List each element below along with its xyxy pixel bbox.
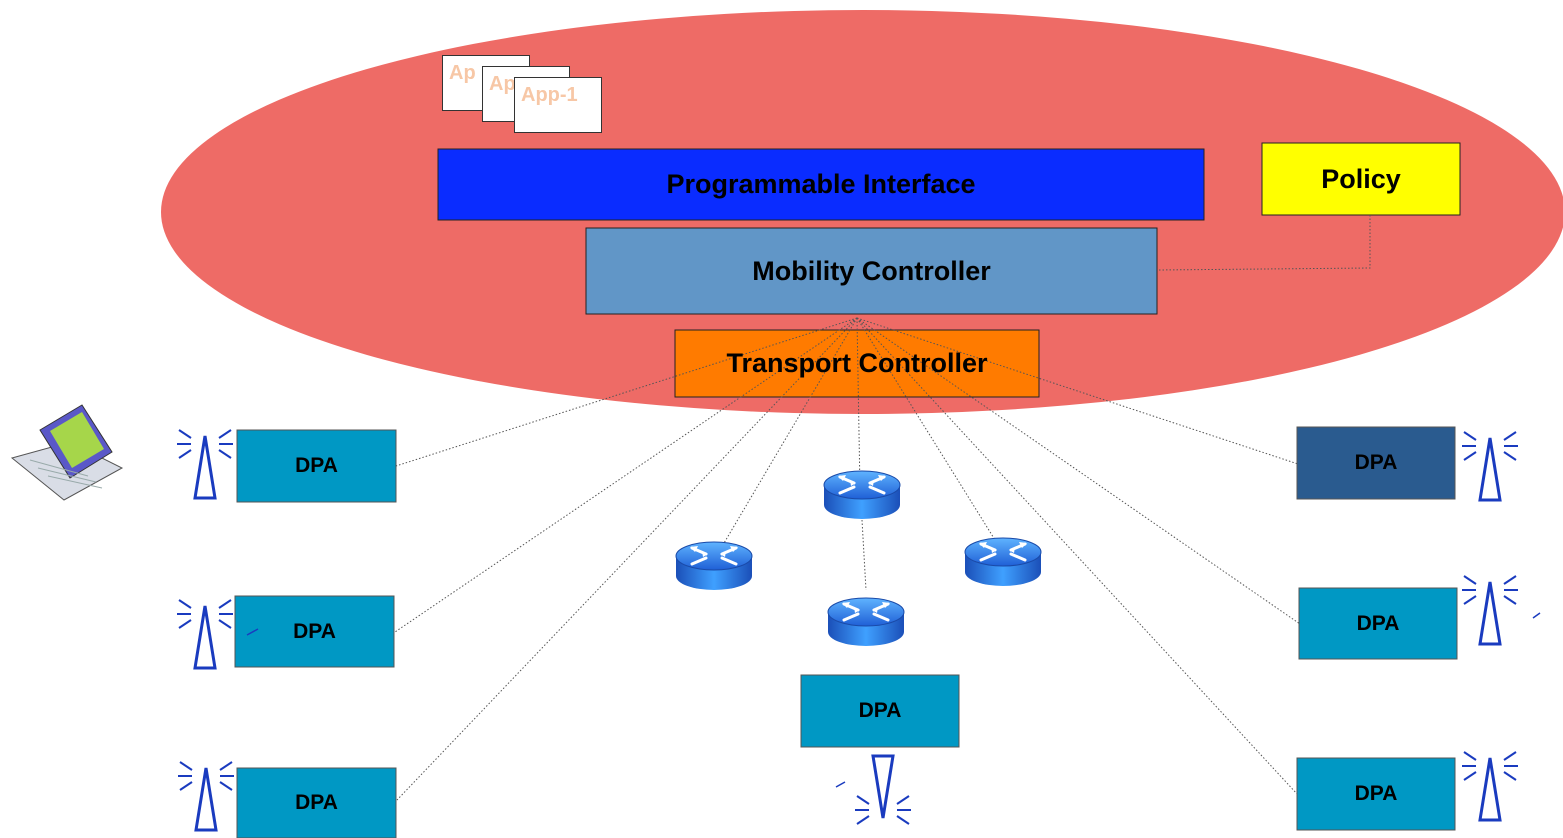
app-card-front: App-1 xyxy=(514,77,602,133)
programmable-interface-label: Programmable Interface xyxy=(666,169,976,199)
antenna-icon xyxy=(1460,574,1520,646)
mobility-controller-label: Mobility Controller xyxy=(752,255,991,286)
dpa-label-left-1: DPA xyxy=(295,454,338,477)
dpa-label-left-3: DPA xyxy=(295,791,338,814)
dpa-label-center: DPA xyxy=(858,699,902,722)
router-icon xyxy=(822,469,902,521)
antenna-icon xyxy=(175,598,235,670)
antenna-icon-inverted xyxy=(853,754,913,826)
dpa-box-right-1 xyxy=(1296,426,1456,500)
signal-tick xyxy=(246,612,1541,788)
dpa-label-right-3: DPA xyxy=(1354,782,1398,805)
dpa-label-right-2: DPA xyxy=(1356,611,1400,635)
policy-label: Policy xyxy=(1321,163,1401,194)
policy-box xyxy=(1261,142,1461,216)
transport-controller-label: Transport Controller xyxy=(726,348,988,378)
dpa-box-center xyxy=(800,674,960,748)
dpa-box-left-1 xyxy=(236,429,397,503)
antenna-icon xyxy=(1460,430,1520,502)
dpa-label-left-2: DPA xyxy=(293,619,336,643)
dpa-box-right-2 xyxy=(1298,587,1458,660)
controller-links xyxy=(394,317,1301,801)
dpa-box-left-2 xyxy=(234,595,395,668)
router-icon xyxy=(963,536,1043,588)
dpa-box-left-3 xyxy=(236,767,397,838)
programmable-interface-box xyxy=(437,148,1205,221)
router-icon xyxy=(826,596,906,648)
transport-controller-box xyxy=(674,329,1040,398)
antenna-icon xyxy=(1460,750,1520,822)
mobility-controller-box xyxy=(585,227,1158,315)
policy-link xyxy=(1157,215,1371,271)
dpa-box-right-3 xyxy=(1296,757,1456,831)
laptop-icon xyxy=(10,404,124,501)
router-icon xyxy=(674,540,754,592)
antenna-icon xyxy=(175,428,235,500)
dpa-label-right-1: DPA xyxy=(1354,451,1398,474)
antenna-icon xyxy=(176,760,236,832)
